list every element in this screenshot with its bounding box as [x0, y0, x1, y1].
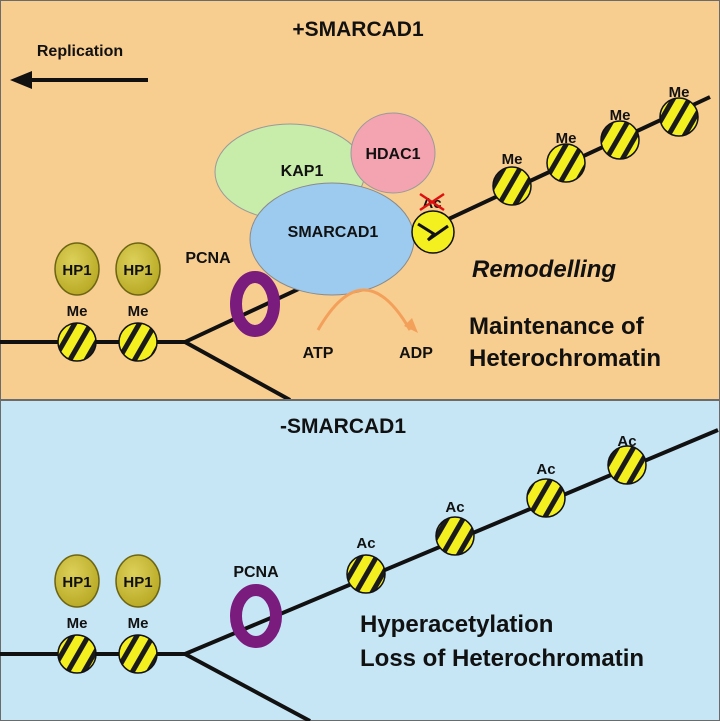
- outcome-line1: Maintenance of: [469, 313, 645, 340]
- me-label: Me: [128, 303, 149, 320]
- hdac1-protein: [350, 112, 436, 194]
- nucleosome-parental-bottom-1: Me: [57, 615, 97, 674]
- ac-label: Ac: [356, 535, 375, 552]
- nucleosome-parental-2: Me: [118, 303, 158, 362]
- hp1-1: HP1: [54, 242, 100, 296]
- nucleosome-parental-bottom-2: Me: [118, 615, 158, 674]
- hdac1-label: HDAC1: [365, 146, 420, 163]
- hp1-2: HP1: [115, 242, 161, 296]
- remodel-zigzag-icon: [417, 222, 449, 242]
- ac-label: Ac: [445, 499, 464, 516]
- atp-adp-arrow: [316, 288, 412, 331]
- pcna-ring: [230, 271, 280, 337]
- remodelling-label: Remodelling: [472, 256, 616, 283]
- hp1-label: HP1: [123, 262, 152, 279]
- nucleosome-me-1: Me: [492, 151, 532, 206]
- outcome-line1-bottom: Hyperacetylation: [360, 611, 553, 638]
- hp1-label: HP1: [62, 262, 91, 279]
- ac-label: Ac: [617, 433, 636, 450]
- pcna-ring-bottom: [230, 584, 282, 648]
- outcome-line2: Heterochromatin: [469, 345, 661, 372]
- nucleosome-ac-2: Ac: [435, 499, 475, 556]
- smarcad1-label: SMARCAD1: [288, 224, 379, 241]
- me-label: Me: [502, 151, 523, 168]
- atp-adp-arrowhead-icon: [404, 318, 418, 333]
- atp-label: ATP: [303, 345, 334, 362]
- panel-minus-smarcad1: -SMARCAD1 PCNA Ac Ac Ac Ac: [0, 399, 720, 721]
- me-label: Me: [67, 303, 88, 320]
- hp1-label: HP1: [123, 574, 152, 591]
- top-panel-title: +SMARCAD1: [292, 18, 424, 41]
- kap1-label: KAP1: [281, 163, 324, 180]
- replication-arrow-icon: [10, 71, 148, 89]
- me-label: Me: [610, 107, 631, 124]
- panel-plus-smarcad1: +SMARCAD1 Replication KAP1 HDAC1 SMARCAD…: [0, 0, 720, 402]
- me-label: Me: [669, 84, 690, 101]
- nucleosome-parental-1: Me: [57, 303, 97, 362]
- hp1-bottom-1: HP1: [54, 554, 100, 608]
- replication-label: Replication: [37, 43, 123, 60]
- nucleosome-me-2: Me: [546, 130, 586, 183]
- adp-label: ADP: [399, 345, 433, 362]
- pcna-label: PCNA: [185, 250, 231, 267]
- nucleosome-me-3: Me: [600, 107, 640, 160]
- cross-icon: [419, 192, 445, 212]
- me-label: Me: [128, 615, 149, 632]
- hp1-bottom-2: HP1: [115, 554, 161, 608]
- bottom-panel-title: -SMARCAD1: [280, 415, 406, 438]
- nucleosome-ac-4: Ac: [607, 433, 647, 485]
- nucleosome-me-4: Me: [659, 84, 699, 137]
- me-label: Me: [556, 130, 577, 147]
- hp1-label: HP1: [62, 574, 91, 591]
- outcome-line2-bottom: Loss of Heterochromatin: [360, 645, 644, 672]
- nucleosome-ac-1: Ac: [346, 535, 386, 594]
- nucleosome-ac-3: Ac: [526, 461, 566, 518]
- me-label: Me: [67, 615, 88, 632]
- pcna-label-bottom: PCNA: [233, 564, 279, 581]
- ac-label: Ac: [536, 461, 555, 478]
